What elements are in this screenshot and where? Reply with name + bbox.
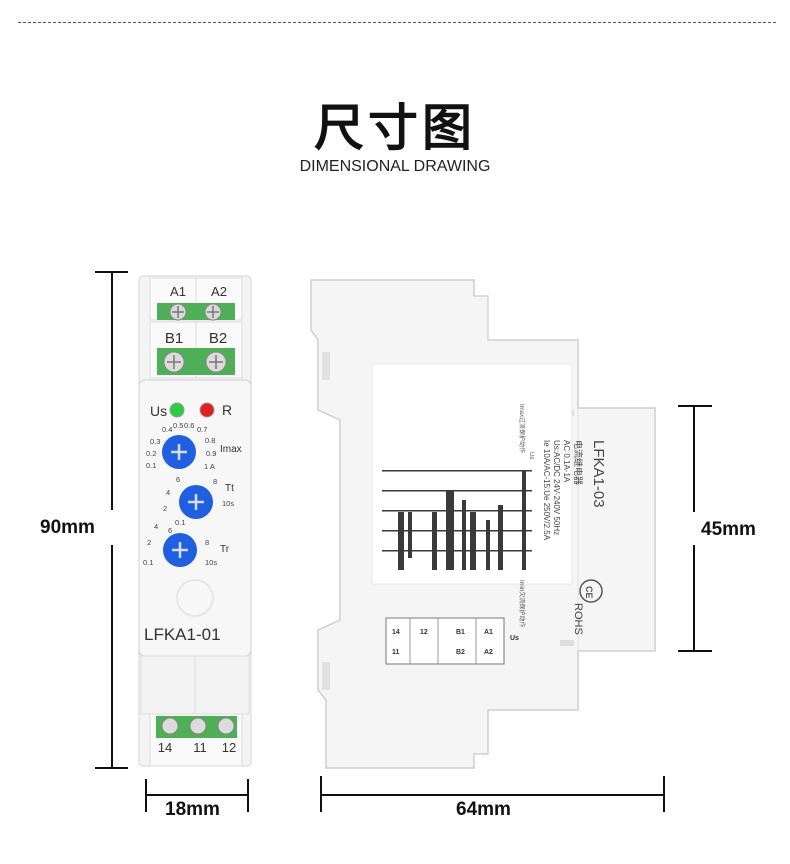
- tt-scale-6: 6: [176, 475, 180, 484]
- spec-line-3: Ie 10A/AC-15:Ue 250V/2.5A: [542, 440, 551, 541]
- tr-scale-6: 6: [168, 526, 172, 535]
- imax-label: Imax: [220, 444, 242, 455]
- imax-scale-03: 0.3: [150, 437, 160, 446]
- tr-label: Tr: [220, 544, 230, 555]
- diagram-label-imin: Imin欠流保护动作: [518, 580, 526, 627]
- imax-scale-05: 0.5: [173, 421, 183, 430]
- imax-scale-1a: 1 A: [204, 462, 215, 471]
- wiring-b1: B1: [456, 629, 465, 636]
- tt-scale-8: 8: [213, 477, 217, 486]
- imax-scale-06: 0.6: [184, 421, 194, 430]
- dim-label-height: 90mm: [40, 517, 95, 538]
- imax-scale-09: 0.9: [206, 449, 216, 458]
- terminal-a1: A1: [170, 284, 186, 299]
- dim-depth-64: [320, 776, 665, 812]
- dim-label-depth: 64mm: [456, 799, 511, 820]
- page-title-cn: 尺寸图: [314, 99, 476, 157]
- spec-line-2: Us:AC/DC 24V-240V 50Hz: [552, 440, 561, 535]
- wiring-us: Us: [510, 635, 519, 642]
- rohs-label: ROHS: [572, 603, 584, 635]
- wiring-b2: B2: [456, 649, 465, 656]
- dim-width-18: [145, 779, 249, 812]
- wiring-a2: A2: [484, 649, 493, 656]
- front-device: [138, 275, 252, 767]
- imax-scale-01: 0.1: [146, 461, 156, 470]
- dim-label-width: 18mm: [165, 799, 220, 820]
- tt-label: Tt: [225, 483, 234, 494]
- terminal-14: 14: [158, 740, 172, 755]
- dim-label-side-height: 45mm: [701, 519, 756, 540]
- tt-scale-4: 4: [166, 488, 170, 497]
- diagram-label-us: Us: [528, 452, 534, 459]
- imax-scale-02: 0.2: [146, 449, 156, 458]
- terminal-a2: A2: [211, 284, 227, 299]
- terminal-b2: B2: [209, 330, 227, 347]
- wiring-11: 11: [392, 649, 400, 656]
- wiring-12: 12: [420, 629, 428, 636]
- tt-scale-2: 2: [163, 504, 167, 513]
- dim-height-90: [95, 271, 128, 769]
- tr-scale-10s: 10s: [205, 558, 217, 567]
- terminal-12: 12: [222, 740, 236, 755]
- side-type-cn: 电流继电器: [573, 440, 584, 485]
- timing-diagram: [382, 470, 532, 570]
- tr-scale-4: 4: [154, 522, 158, 531]
- power-led-icon: [169, 402, 185, 418]
- led-r-label: R: [222, 402, 232, 418]
- relay-led-icon: [199, 402, 215, 418]
- side-model-label: LFKA1-03: [590, 440, 607, 508]
- terminal-11: 11: [193, 740, 207, 755]
- side-device: [310, 279, 656, 769]
- tr-scale-8: 8: [205, 538, 209, 547]
- wiring-14: 14: [392, 629, 400, 636]
- wiring-a1: A1: [484, 629, 493, 636]
- led-us-label: Us: [150, 403, 167, 419]
- page-title-en: DIMENSIONAL DRAWING: [299, 158, 491, 175]
- ce-mark-icon: [579, 579, 603, 603]
- dim-side-45: [678, 405, 712, 652]
- tr-scale-01-top: 0.1: [175, 518, 185, 527]
- spec-line-1: AC 0.1A-1A: [562, 440, 571, 483]
- diagram-label-imax: Imax过流保护动作: [518, 404, 526, 453]
- imax-scale-04: 0.4: [162, 425, 172, 434]
- imax-scale-08: 0.8: [205, 436, 215, 445]
- tt-scale-10s: 10s: [222, 499, 234, 508]
- terminal-b1: B1: [165, 330, 183, 347]
- front-model-label: LFKA1-01: [144, 625, 221, 644]
- tr-scale-01: 0.1: [143, 558, 153, 567]
- tr-scale-2: 2: [147, 538, 151, 547]
- ce-label: CE: [584, 586, 594, 599]
- imax-scale-07: 0.7: [197, 425, 207, 434]
- top-dashed-separator: [18, 22, 776, 23]
